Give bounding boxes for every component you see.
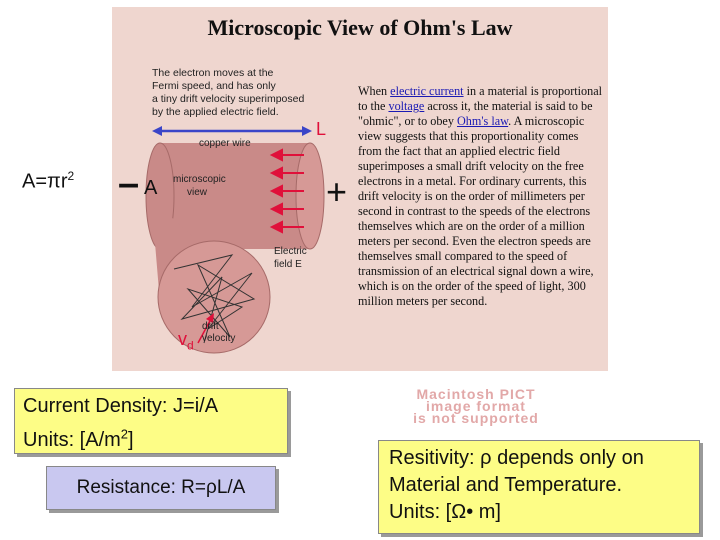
microscopic-view-label: microscopic view [173,174,226,198]
ohms-law-link[interactable]: Ohm's law [456,114,509,128]
ohms-law-explanation: When electric current in a material is p… [358,84,603,308]
pict-not-supported-notice: Macintosh PICT image format is not suppo… [413,386,539,426]
figure-title: Microscopic View of Ohm's Law [207,15,513,40]
wire-diagram [145,126,325,354]
voltage-link[interactable]: voltage [388,99,425,113]
wire-label: copper wire [199,138,251,149]
electric-field-arrows [269,148,304,234]
ohms-law-figure: Microscopic View of Ohm's Law The electr… [112,7,608,371]
resistivity-units: Units: [Ω• m] [389,501,501,523]
drift-velocity-arrow [197,316,213,344]
length-label: L [316,119,327,139]
resistivity-line: Resitivity: ρ depends only on [389,447,644,469]
current-density-box: Current Density: J=i/A Units: [A/m2] [14,388,288,454]
magnified-view [152,207,271,354]
resistivity-box: Resitivity: ρ depends only on Material a… [378,440,700,534]
resistance-box: Resistance: R=ρL/A [46,466,276,510]
drift-velocity-symbol: vd [178,329,194,353]
electric-current-link[interactable]: electric current [390,84,464,98]
current-density-formula: Current Density: J=i/A [23,395,219,417]
area-letter: A [144,177,158,199]
current-density-units: Units: [A/m2] [23,426,134,451]
resistivity-dependency: Material and Temperature. [389,474,623,496]
plus-terminal: + [326,171,348,212]
figure-caption: The electron moves at the Fermi speed, a… [152,67,305,118]
area-formula: A=πr2 [22,169,75,193]
length-bracket [152,126,312,136]
drift-velocity-label: drift velocity [202,321,236,344]
minus-terminal: – [118,163,140,205]
resistance-formula: Resistance: R=ρL/A [76,477,246,498]
electric-field-label: Electric field E [274,246,307,270]
